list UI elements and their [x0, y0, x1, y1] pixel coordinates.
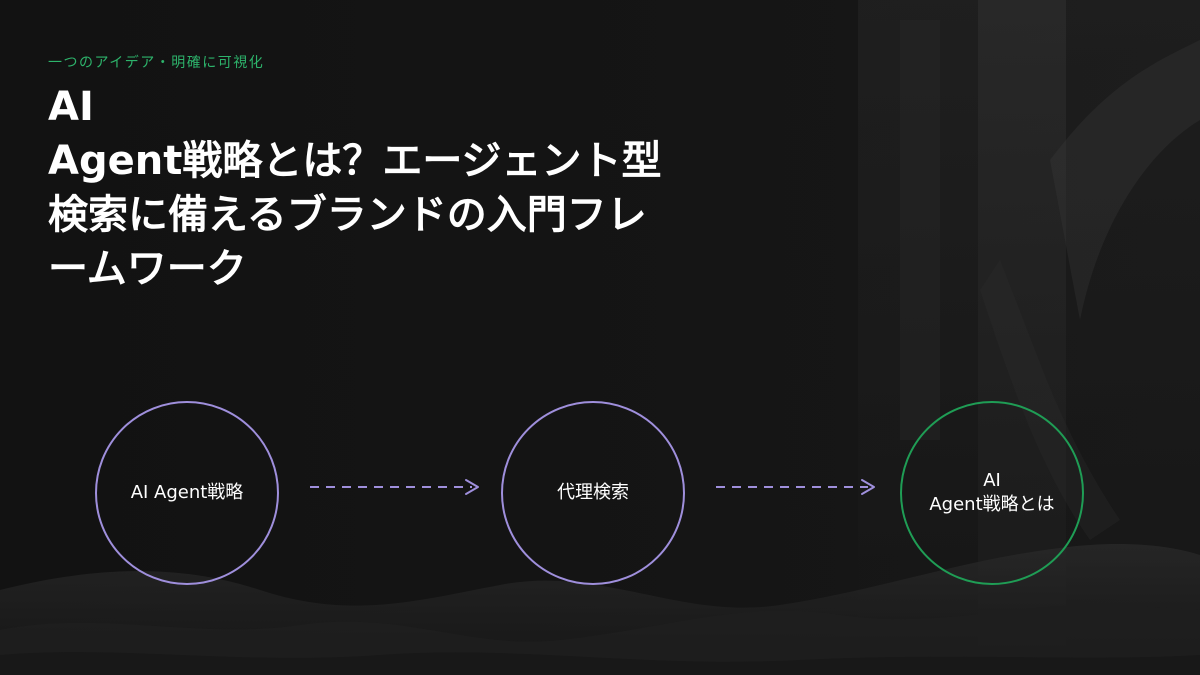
node-label: Agent戦略とは — [929, 494, 1055, 515]
title-line: Agent戦略とは？エージェント型 — [48, 138, 662, 184]
title-line: ームワーク — [48, 246, 247, 292]
title-line: 検索に備えるブランドの入門フレ — [48, 192, 647, 238]
node-label: 代理検索 — [557, 482, 629, 503]
page-title: AI Agent戦略とは？エージェント型 検索に備えるブランドの入門フレ ームワ… — [48, 80, 808, 296]
arrow-connector-2 — [716, 479, 875, 495]
diagram-node-what-is-ai-agent-strategy: AI Agent戦略とは — [900, 401, 1084, 585]
node-label: AI Agent戦略 — [130, 482, 244, 503]
diagram-node-proxy-search: 代理検索 — [501, 401, 685, 585]
arrow-connector-1 — [310, 479, 479, 495]
eyebrow-text: 一つのアイデア・明確に可視化 — [48, 55, 265, 71]
title-line: AI — [48, 84, 94, 130]
diagram-node-ai-agent-strategy: AI Agent戦略 — [95, 401, 279, 585]
node-label: AI — [983, 470, 1001, 491]
